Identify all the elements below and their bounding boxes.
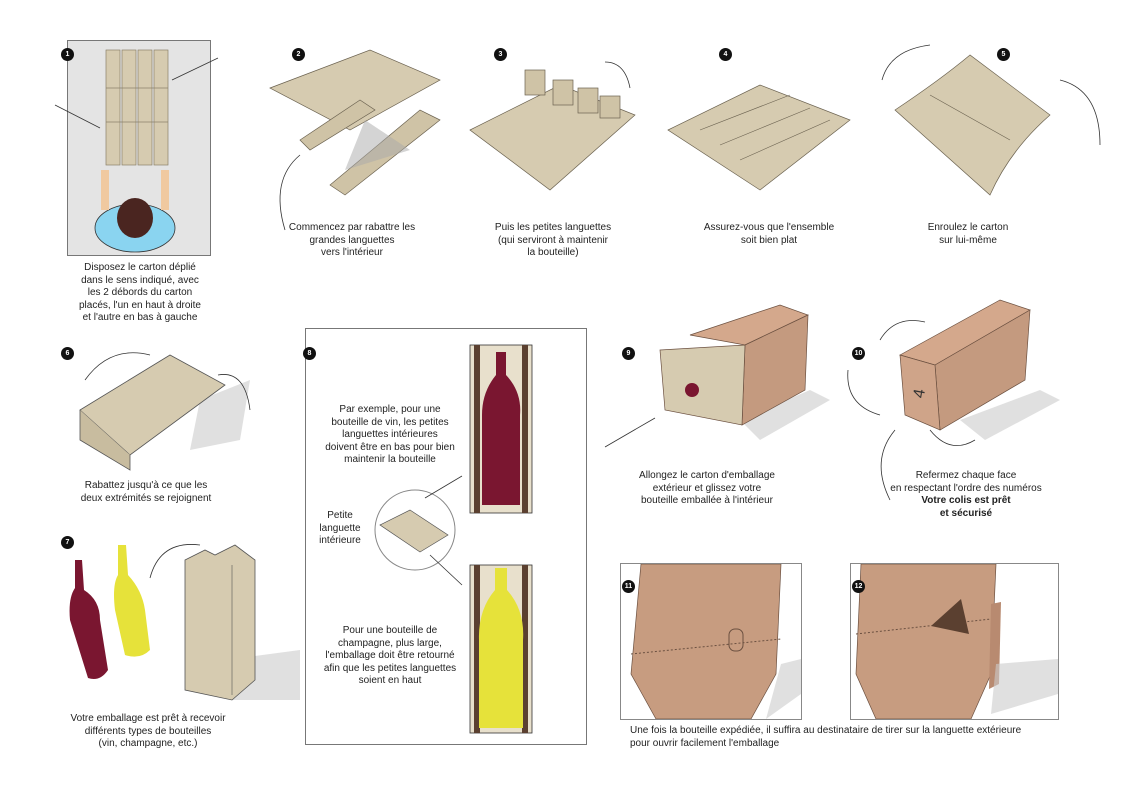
step-6-caption: Rabattez jusqu'à ce que les deux extrémi… — [81, 480, 212, 505]
caption-line: sur lui-même — [939, 234, 997, 246]
caption-line: afin que les petites languettes — [323, 662, 457, 674]
caption-line: et l'autre en bas à gauche — [82, 312, 198, 323]
caption-bold-line: et sécurisé — [939, 507, 993, 519]
step-5-illustration — [881, 44, 1101, 196]
step-number-badge: 11 — [622, 580, 635, 593]
step-4-caption: Assurez-vous que l'ensemble soit bien pl… — [704, 222, 834, 247]
caption-line: champagne, plus large, — [338, 637, 442, 649]
caption-line: différents types de bouteilles — [84, 725, 212, 737]
step-number-badge: 12 — [852, 580, 865, 593]
caption-line: en respectant l'ordre des numéros — [890, 482, 1042, 494]
wine-bottle — [482, 352, 521, 505]
step-8-illustration — [374, 344, 533, 734]
caption-line: soient en haut — [358, 675, 422, 686]
caption-line: deux extrémités se rejoignent — [80, 492, 212, 504]
caption-line: intérieure — [319, 535, 361, 546]
step-2-caption: Commencez par rabattre les grandes langu… — [289, 222, 415, 260]
caption-line: Disposez le carton déplié — [84, 262, 196, 273]
caption-line: pour ouvrir facilement l'emballage — [630, 737, 780, 749]
step-7-illustration — [69, 544, 300, 701]
packaging-tube — [184, 544, 256, 701]
champagne-bottle — [478, 568, 524, 728]
step-2-illustration — [269, 49, 441, 231]
step-7-caption: Votre emballage est prêt à recevoir diff… — [70, 713, 225, 751]
step-number-badge: 6 — [61, 347, 74, 360]
step-1-caption: Disposez le carton déplié dans le sens i… — [79, 262, 201, 325]
inner-tab-label: Petite languette intérieure — [319, 510, 361, 548]
caption-line: Enroulez le carton — [927, 222, 1009, 233]
step-number-badge: 8 — [303, 347, 316, 360]
step-1-illustration — [54, 49, 219, 253]
caption-line: (qui serviront à maintenir — [497, 234, 609, 246]
caption-line: languette — [319, 522, 361, 534]
caption-line: (vin, champagne, etc.) — [98, 738, 198, 749]
caption-line: Une fois la bouteille expédiée, il suffi… — [630, 725, 1022, 736]
step-number-badge: 9 — [622, 347, 635, 360]
final-caption: Une fois la bouteille expédiée, il suffi… — [630, 725, 1021, 750]
caption-line: doivent être en bas pour bien — [325, 441, 455, 453]
caption-line: Pour une bouteille de — [342, 625, 438, 636]
caption-line: la bouteille) — [527, 247, 579, 258]
caption-line: languettes intérieures — [342, 429, 438, 440]
caption-line: bouteille de vin, les petites — [331, 416, 449, 428]
caption-line: Rabattez jusqu'à ce que les — [84, 480, 208, 491]
box-face-number: 4 — [911, 388, 929, 400]
step-number-badge: 5 — [997, 48, 1010, 61]
step-number-badge: 10 — [852, 347, 865, 360]
step-number-badge: 2 — [292, 48, 305, 61]
caption-line: Assurez-vous que l'ensemble — [703, 222, 835, 233]
step-3-illustration — [469, 61, 636, 191]
step-12-photo — [850, 563, 1059, 720]
caption-line: placés, l'un en haut à droite — [79, 299, 201, 311]
caption-line: dans le sens indiqué, avec — [81, 274, 199, 286]
caption-line: l'emballage doit être retourné — [325, 650, 455, 661]
caption-line: extérieur et glissez votre — [652, 482, 762, 494]
wine-bottle — [69, 560, 108, 679]
step-9-caption: Allongez le carton d'emballage extérieur… — [639, 470, 775, 508]
caption-line: vers l'intérieur — [321, 247, 383, 258]
step-number-badge: 3 — [494, 48, 507, 61]
caption-line: grandes languettes — [309, 234, 395, 246]
step-number-badge: 7 — [61, 536, 74, 549]
caption-line: soit bien plat — [740, 234, 798, 246]
caption-line: bouteille emballée à l'intérieur — [640, 495, 773, 506]
step-4-illustration — [667, 84, 851, 191]
step-8-top-text: Par exemple, pour une bouteille de vin, … — [325, 404, 455, 467]
caption-line: Votre emballage est prêt à recevoir — [70, 713, 226, 724]
step-3-caption: Puis les petites languettes (qui serviro… — [495, 222, 611, 260]
step-10-illustration: 4 — [847, 299, 1060, 501]
caption-line: Par exemple, pour une — [339, 404, 441, 415]
step-8-panel — [305, 328, 587, 745]
caption-line: Refermez chaque face — [915, 470, 1017, 481]
caption-line: les 2 débords du carton — [87, 287, 193, 298]
step-number-badge: 1 — [61, 48, 74, 61]
caption-line: Puis les petites languettes — [494, 222, 612, 233]
step-number-badge: 4 — [719, 48, 732, 61]
step-6-illustration — [79, 352, 251, 471]
caption-bold-line: Votre colis est prêt — [921, 495, 1011, 506]
step-11-photo — [620, 563, 802, 720]
step-10-caption: Refermez chaque face en respectant l'ord… — [890, 470, 1041, 520]
step-9-illustration — [604, 304, 830, 448]
step-8-bottom-text: Pour une bouteille de champagne, plus la… — [324, 625, 456, 688]
caption-line: maintenir la bouteille — [344, 454, 436, 465]
champagne-bottle — [114, 545, 150, 657]
step-5-caption: Enroulez le carton sur lui-même — [928, 222, 1009, 247]
caption-line: Allongez le carton d'emballage — [639, 470, 775, 481]
caption-line: Commencez par rabattre les — [288, 222, 416, 233]
caption-line: Petite — [327, 510, 353, 521]
